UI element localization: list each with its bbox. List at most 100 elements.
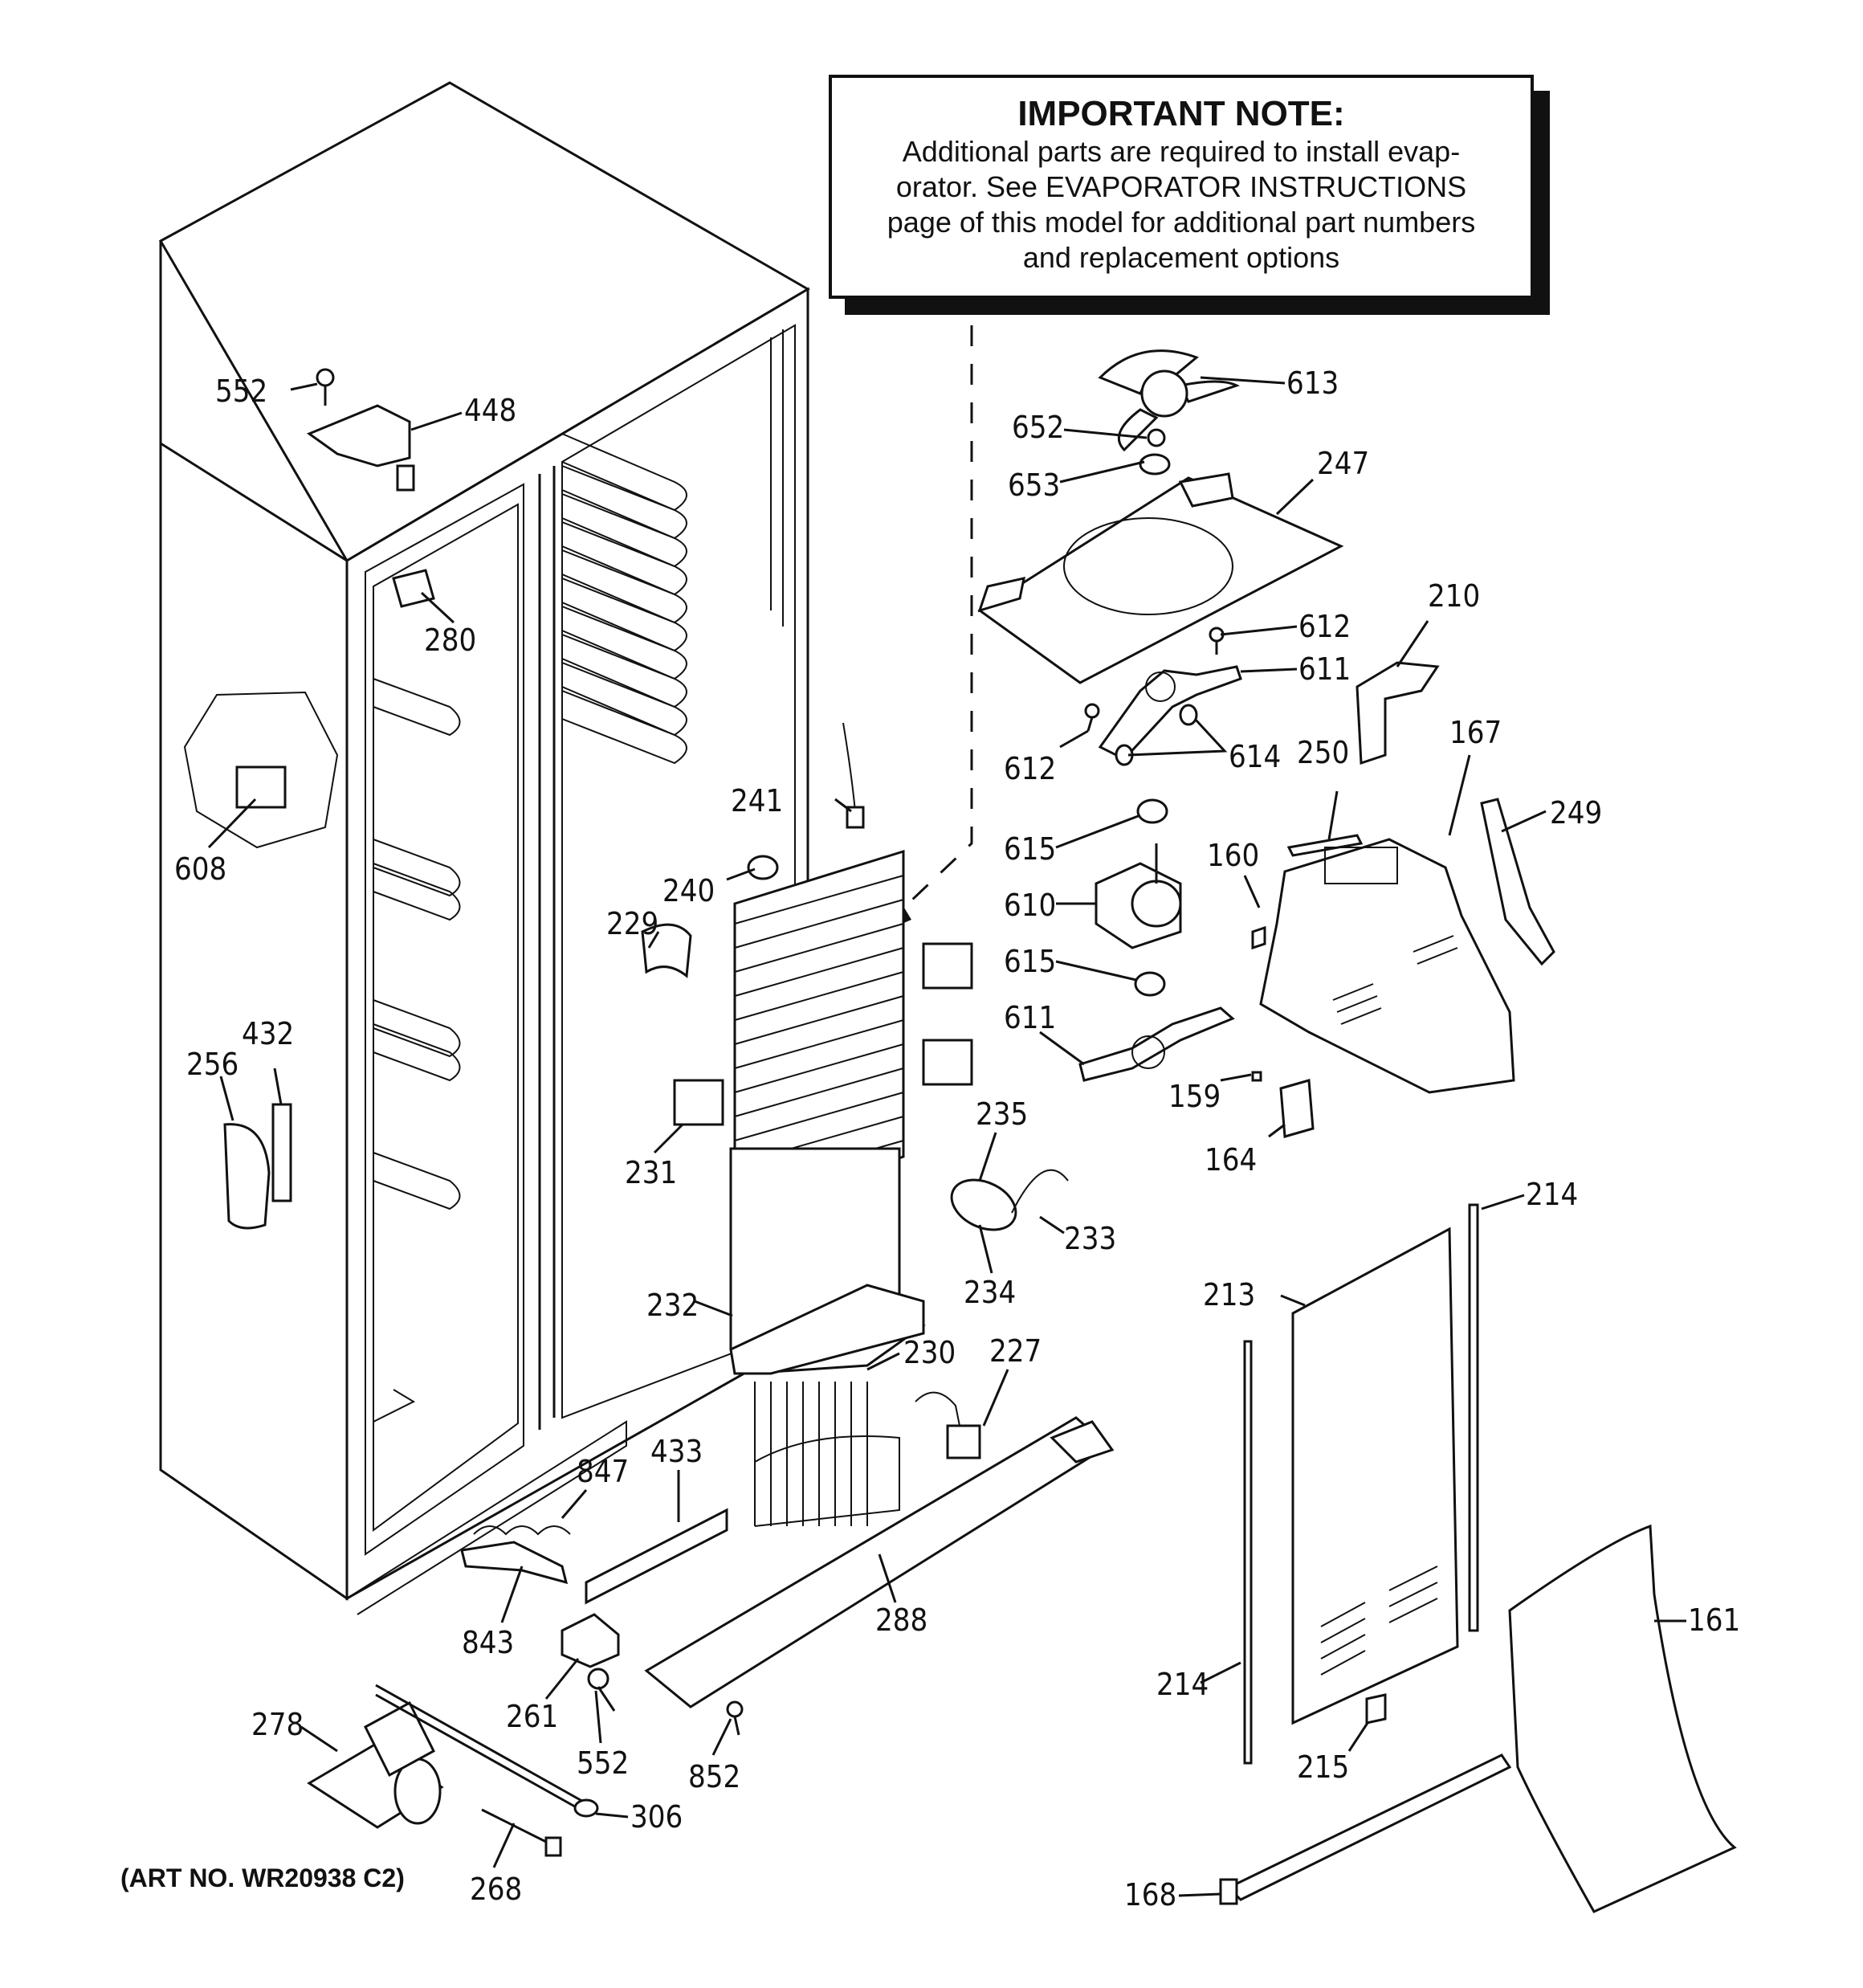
leader-lines (207, 376, 1686, 1897)
callout-288: 288 (875, 1602, 927, 1638)
callout-612-upper: 612 (1298, 609, 1351, 644)
note-line-1: Additional parts are required to install… (902, 135, 1461, 168)
callout-213: 213 (1203, 1277, 1255, 1312)
part-235-heater-cover (950, 1178, 1017, 1231)
callout-552: 552 (215, 374, 267, 409)
callout-552-lower: 552 (577, 1745, 629, 1781)
part-232-evaporator-assembly (729, 849, 926, 1375)
door-shelves (373, 678, 461, 1423)
callout-230: 230 (903, 1335, 956, 1370)
callout-448: 448 (464, 393, 516, 428)
callout-611-lower: 611 (1004, 1000, 1056, 1035)
part-247-fan-shroud (977, 472, 1344, 684)
note-line-3: page of this model for additional part n… (887, 206, 1476, 239)
callout-852: 852 (688, 1759, 740, 1794)
callout-168: 168 (1124, 1877, 1176, 1912)
part-613-fan-blade (1098, 349, 1240, 452)
callout-613: 613 (1286, 365, 1339, 401)
callout-214-lower: 214 (1156, 1667, 1209, 1702)
part-241-wire (842, 722, 856, 812)
freezer-shelves (561, 433, 687, 765)
callout-612-lower: 612 (1004, 751, 1056, 786)
callout-843: 843 (462, 1625, 514, 1660)
callout-215: 215 (1297, 1749, 1349, 1785)
part-610-fan-motor (1095, 843, 1182, 949)
part-612-screw (1209, 627, 1225, 655)
callout-847: 847 (577, 1454, 629, 1489)
part-261-bracket (561, 1613, 620, 1668)
part-168-bracket-end (1219, 1878, 1238, 1905)
callout-250: 250 (1297, 735, 1349, 770)
callout-247: 247 (1317, 446, 1369, 481)
callout-labels: 552 448 280 608 432 256 613 652 653 247 … (174, 365, 1740, 1912)
callout-614: 614 (1229, 739, 1281, 774)
part-227-wire-harness (915, 1391, 981, 1459)
callout-610: 610 (1004, 888, 1056, 923)
part-608-switch (235, 765, 287, 809)
callout-432: 432 (242, 1016, 294, 1051)
callout-161: 161 (1688, 1602, 1740, 1638)
part-168-mounting-bracket (1226, 1753, 1512, 1901)
part-210-damper (1355, 661, 1440, 765)
callout-210: 210 (1428, 578, 1480, 614)
part-250-gasket (1286, 834, 1364, 857)
callout-164: 164 (1205, 1142, 1257, 1178)
callout-653: 653 (1008, 467, 1060, 503)
part-614-grommet-a (1179, 704, 1198, 726)
part-233-wire (1011, 1169, 1069, 1214)
part-612-screw-lower (1084, 703, 1100, 732)
callout-233: 233 (1064, 1221, 1116, 1256)
callout-280: 280 (424, 623, 476, 658)
part-615-grommet-lower (1134, 971, 1166, 997)
part-432-bracket (271, 1103, 292, 1202)
callout-227: 227 (989, 1333, 1042, 1369)
callout-278: 278 (251, 1707, 304, 1742)
assembly-guide-line (894, 325, 973, 917)
art-number: (ART NO. WR20938 C2) (120, 1863, 405, 1892)
part-213-access-panel (1291, 1227, 1459, 1725)
part-306-rod (375, 1684, 587, 1805)
part-448-hinge (306, 404, 411, 467)
callout-167: 167 (1449, 715, 1502, 750)
callout-306: 306 (630, 1799, 683, 1835)
part-306-rod-end (573, 1798, 599, 1818)
part-280-cover (392, 569, 435, 608)
part-230-defrost-heater (754, 1382, 900, 1527)
part-268-bolt (481, 1808, 555, 1847)
callout-241: 241 (731, 783, 783, 818)
part-268-bolt-head (544, 1836, 562, 1857)
callout-232: 232 (646, 1288, 699, 1323)
part-552-screw-bottom (587, 1668, 616, 1712)
part-231-insulation-block-b (922, 942, 973, 990)
part-448-hinge-pin (396, 464, 415, 492)
part-847-spring (473, 1525, 571, 1536)
callout-234: 234 (964, 1275, 1016, 1310)
note-line-4: and replacement options (1022, 241, 1340, 274)
note-line-2: orator. See EVAPORATOR INSTRUCTIONS (895, 170, 1467, 203)
part-611-bracket-lower (1078, 1006, 1235, 1082)
part-256-light-cover (223, 1123, 271, 1230)
part-611-bracket-upper (1098, 665, 1242, 761)
callout-159: 159 (1168, 1079, 1221, 1114)
part-843-lever (460, 1541, 569, 1585)
callout-615-lower: 615 (1004, 944, 1056, 979)
callout-268: 268 (470, 1872, 522, 1907)
callout-249: 249 (1550, 795, 1602, 831)
callout-231: 231 (625, 1155, 677, 1190)
callout-235: 235 (976, 1096, 1028, 1132)
part-167-duct-housing (1259, 838, 1515, 1094)
part-552-screw-top (316, 368, 335, 406)
part-214-gasket-left (1243, 1340, 1253, 1765)
callout-615-upper: 615 (1004, 831, 1056, 867)
callout-160: 160 (1207, 838, 1259, 873)
callout-608: 608 (174, 851, 226, 887)
part-852-screw (726, 1700, 744, 1736)
note-title: IMPORTANT NOTE: (1017, 94, 1345, 133)
part-241-thermostat (846, 806, 865, 829)
part-214-gasket-right (1468, 1203, 1479, 1632)
part-288-toe-grille (644, 1416, 1111, 1708)
part-240-sensor (747, 855, 779, 880)
part-159-clip (1251, 1071, 1262, 1082)
callout-433: 433 (650, 1434, 703, 1469)
